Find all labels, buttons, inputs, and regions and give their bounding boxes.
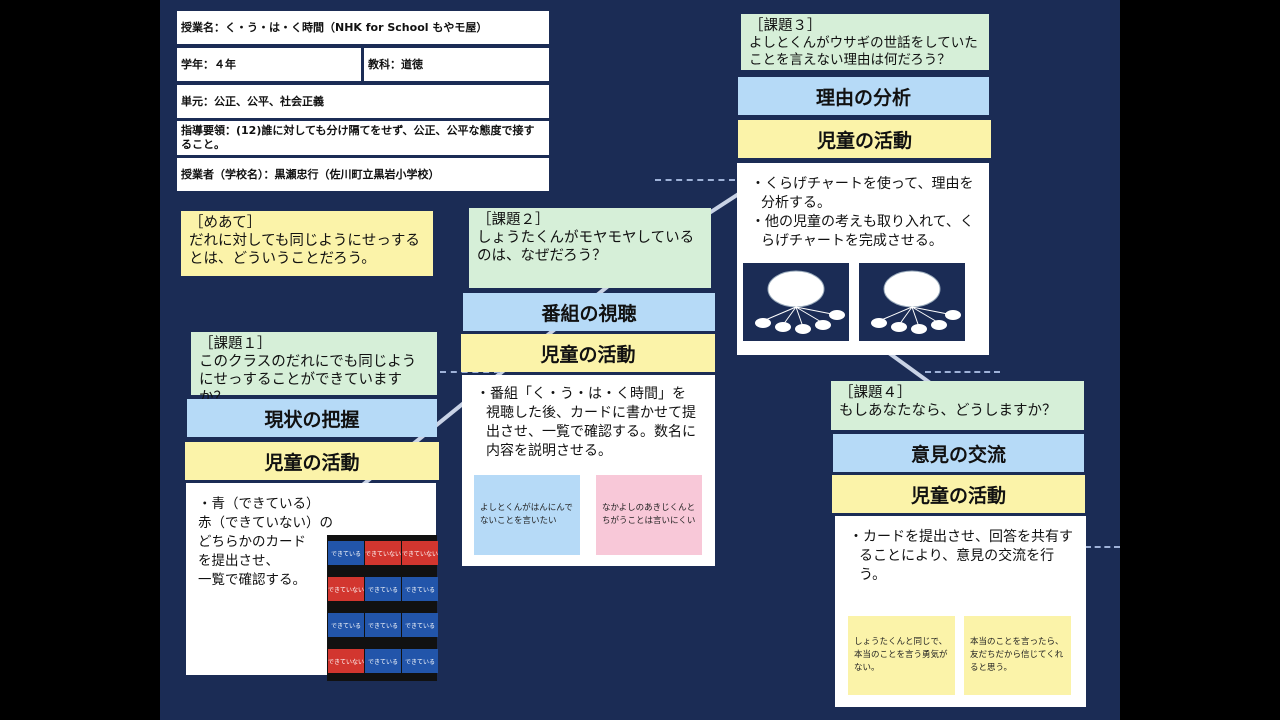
jellyfish-chart-2 bbox=[871, 270, 961, 334]
jellyfish-chart-thumb-2 bbox=[859, 263, 965, 341]
task3-activity-2: ・他の児童の考えも取り入れて、くらげチャートを完成させる。 bbox=[751, 214, 974, 249]
task3-activity-1-text: くらげチャートを使って、理由を分析する。 bbox=[761, 176, 974, 211]
task4-question: もしあなたなら、どうしますか？ bbox=[839, 403, 1057, 419]
task4-activity-head: 児童の活動 bbox=[832, 475, 1085, 513]
task1-activity-head: 児童の活動 bbox=[185, 442, 439, 480]
aim-label: ［めあて］ bbox=[189, 215, 262, 231]
dashed-line-1 bbox=[655, 179, 735, 181]
task4-label: ［課題４］ bbox=[839, 385, 912, 401]
task4-note-2: 本当のことを言ったら、友だちだから信じてくれると思う。 bbox=[964, 616, 1071, 695]
card-blue: できている bbox=[402, 613, 438, 637]
task4-activity-box: ・カードを提出させ、回答を共有することにより、意見の交流を行う。 しょうたくんと… bbox=[835, 516, 1086, 707]
card-red: できていない bbox=[365, 541, 401, 565]
task3-stage: 理由の分析 bbox=[738, 77, 989, 115]
dashed-line-3 bbox=[440, 371, 500, 373]
aim-text: だれに対しても同じようにせっするとは、どういうことだろう。 bbox=[189, 233, 420, 267]
task3-activity-head: 児童の活動 bbox=[738, 120, 991, 158]
card-blue: できている bbox=[402, 649, 438, 673]
task2-activity-box: ・番組「く・う・は・く時間」を視聴した後、カードに書かせて提出させ、一覧で確認す… bbox=[462, 375, 715, 566]
dashed-line-2 bbox=[925, 371, 1000, 373]
unit: 単元：公正、公平、社会正義 bbox=[177, 85, 549, 118]
task3-label: ［課題３］ bbox=[749, 18, 822, 34]
task2-note-blue: よしとくんがはんにんでないことを言いたい bbox=[474, 475, 580, 555]
task3-activity-box: ・くらげチャートを使って、理由を分析する。 ・他の児童の考えも取り入れて、くらげ… bbox=[737, 163, 989, 355]
card-blue: できている bbox=[365, 577, 401, 601]
task1-question-box: ［課題１］ このクラスのだれにでも同じようにせっすることができていますか？ bbox=[191, 332, 437, 406]
task4-activity: ・カードを提出させ、回答を共有することにより、意見の交流を行う。 bbox=[849, 529, 1073, 583]
task1-card-grid: できているできていないできていないできていないできているできているできているでき… bbox=[327, 535, 438, 681]
subject: 教科：道徳 bbox=[364, 48, 549, 81]
task2-activity-head: 児童の活動 bbox=[461, 334, 715, 372]
card-red: できていない bbox=[328, 649, 364, 673]
card-blue: できている bbox=[402, 577, 438, 601]
task1-activity-box: ・青（できている） 赤（できていない）の どちらかのカード を提出させ、 一覧で… bbox=[186, 483, 436, 675]
task2-question-box: ［課題２］ しょうたくんがモヤモヤしているのは、なぜだろう？ bbox=[469, 208, 711, 288]
dashed-line-4 bbox=[1085, 546, 1120, 548]
lesson-slide: 授業名：く・う・は・く時間（NHK for School もやモ屋） 学年：４年… bbox=[160, 0, 1120, 720]
card-blue: できている bbox=[365, 613, 401, 637]
grade: 学年：４年 bbox=[177, 48, 361, 81]
card-red: できていない bbox=[402, 541, 438, 565]
task2-activity-text: 番組「く・う・は・く時間」を視聴した後、カードに書かせて提出させ、一覧で確認する… bbox=[486, 386, 696, 459]
task3-question-box: ［課題３］ よしとくんがウサギの世話をしていたことを言えない理由は何だろう？ bbox=[741, 14, 989, 70]
task3-activity-1: ・くらげチャートを使って、理由を分析する。 bbox=[751, 176, 974, 211]
task4-activity-text: カードを提出させ、回答を共有することにより、意見の交流を行う。 bbox=[859, 529, 1073, 583]
lesson-name: 授業名：く・う・は・く時間（NHK for School もやモ屋） bbox=[177, 11, 549, 44]
card-blue: できている bbox=[365, 649, 401, 673]
task1-activity: ・青（できている） 赤（できていない）の どちらかのカード を提出させ、 一覧で… bbox=[198, 496, 333, 588]
task2-activity: ・番組「く・う・は・く時間」を視聴した後、カードに書かせて提出させ、一覧で確認す… bbox=[476, 386, 696, 459]
task1-stage: 現状の把握 bbox=[187, 399, 437, 437]
card-red: できていない bbox=[328, 577, 364, 601]
task4-note-1: しょうたくんと同じで、本当のことを言う勇気がない。 bbox=[848, 616, 955, 695]
task3-activity-2-text: 他の児童の考えも取り入れて、くらげチャートを完成させる。 bbox=[761, 214, 974, 249]
task1-label: ［課題１］ bbox=[199, 336, 272, 352]
task2-label: ［課題２］ bbox=[477, 212, 550, 228]
task4-question-box: ［課題４］ もしあなたなら、どうしますか？ bbox=[831, 381, 1084, 430]
aim-box: ［めあて］ だれに対しても同じようにせっするとは、どういうことだろう。 bbox=[181, 211, 433, 276]
task2-note-pink: なかよしのあきじくんとちがうことは言いにくい bbox=[596, 475, 702, 555]
task4-stage: 意見の交流 bbox=[833, 434, 1084, 472]
card-blue: できている bbox=[328, 613, 364, 637]
teacher: 授業者（学校名）：黒瀬忠行（佐川町立黒岩小学校） bbox=[177, 158, 549, 191]
task3-question: よしとくんがウサギの世話をしていたことを言えない理由は何だろう？ bbox=[749, 35, 978, 68]
task2-question: しょうたくんがモヤモヤしているのは、なぜだろう？ bbox=[477, 230, 695, 264]
jellyfish-chart-thumb-1 bbox=[743, 263, 849, 341]
jellyfish-chart-1 bbox=[755, 270, 845, 334]
card-blue: できている bbox=[328, 541, 364, 565]
guideline: 指導要領：(12)誰に対しても分け隔てをせず、公正、公平な態度で接すること。 bbox=[177, 121, 549, 155]
task2-stage: 番組の視聴 bbox=[463, 293, 715, 331]
